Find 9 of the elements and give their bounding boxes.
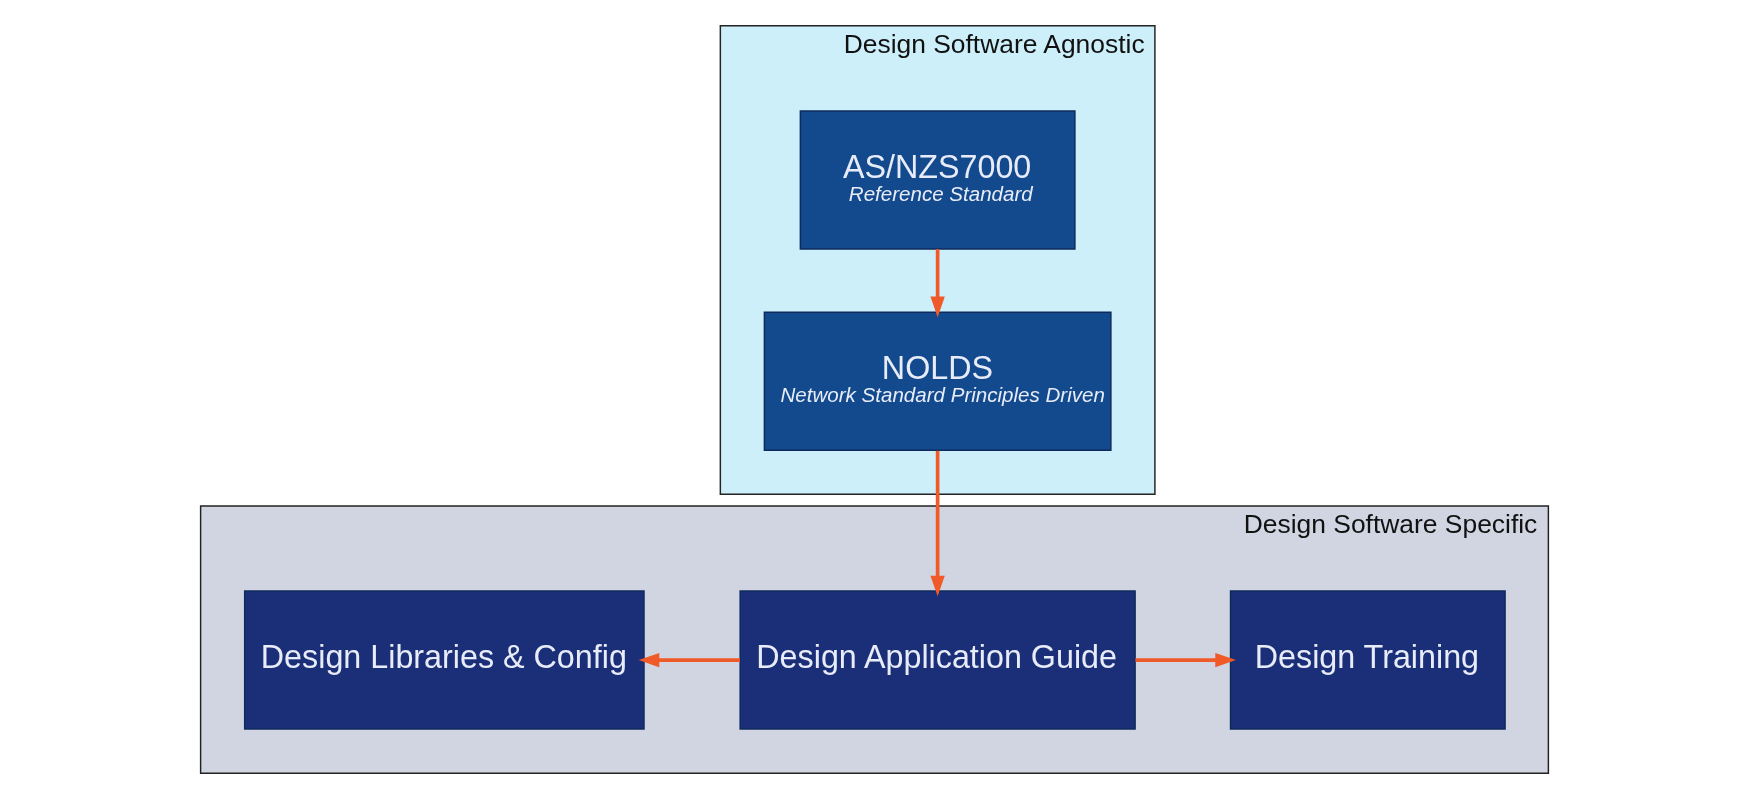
arrow <box>929 249 945 318</box>
arrow <box>638 652 740 668</box>
node-box: NOLDS Network Standard Principles Driven <box>763 311 1112 451</box>
arrow <box>1135 652 1236 668</box>
arrow <box>929 450 945 597</box>
node-box: Design Application Guide <box>738 590 1136 730</box>
node-box: Design Training <box>1229 590 1506 730</box>
node-box: AS/NZS7000 Reference Standard <box>799 110 1076 250</box>
node-box: Design Libraries & Config <box>243 590 645 730</box>
